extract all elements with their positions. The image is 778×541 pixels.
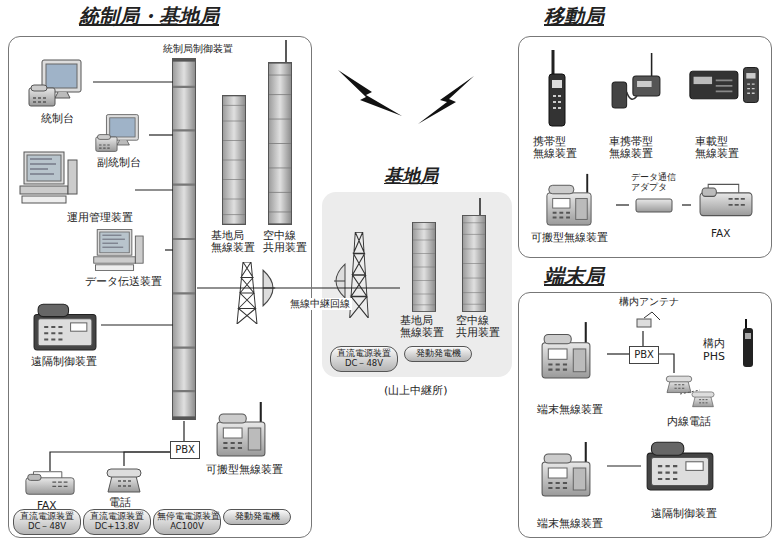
equipment-label: データ通信 アダプタ [631,173,681,193]
power-capsule: 直流電源装置 DC－48V [330,346,398,372]
equipment-label: FAX [711,227,730,239]
section-heading: 移動局 [544,5,604,28]
control-cabinet: 統制局制御装置 [173,59,197,421]
terminal-panel: 端末局端末無線装置PBX構内アンテナ構内 PHS内線電話端末無線装置遠隔制御装置 [518,292,772,538]
console: 統制台 [23,57,93,135]
equipment-label: 空中線 共用装置 [263,229,309,253]
connector-line [93,81,173,82]
relay-station-area: 基地局(山上中継所)基地局 無線装置空中線 共用装置直流電源装置 DC－48V発… [322,192,512,377]
connector-line [101,324,173,325]
connector-line [659,354,674,373]
indoor-antenna: 構内アンテナ [619,297,689,331]
power-capsule: 無停電電源装置 AC100V [153,509,221,535]
equipment-label: 端末無線装置 [537,403,603,415]
mobile-panel: 移動局携帯型 無線装置車携帯型 無線装置車載型 無線装置可搬型無線装置データ通信… [518,36,772,258]
link-label: 無線中継回線 [288,298,352,310]
power-capsule: 直流電源装置 DC+13.8V [83,509,151,535]
equipment-label: 遠隔制御装置 [651,507,717,519]
telephone: 電話 [101,466,151,511]
cabinet: 基地局 無線装置 [400,222,453,342]
equipment-label: 直流電源装置 DC－48V [17,512,77,532]
cabinet: 空中線 共用装置 [263,63,310,256]
fax: FAX [691,179,761,249]
portable-radio: 可搬型無線装置 [206,401,286,481]
connector-line [607,465,641,466]
computer: データ伝送装置 [85,227,165,289]
equipment-label: 副統制台 [97,157,141,170]
data-adapter: データ通信 アダプタ [629,173,682,218]
cabinet: 空中線 共用装置 [456,215,507,342]
equipment-label: 構内アンテナ [619,297,679,308]
connector-line [135,189,173,190]
portable-radio: 車携帯型 無線装置 [601,45,671,170]
cabinet: 基地局 無線装置 [211,96,262,256]
remote-controller: 遠隔制御装置 [31,299,101,375]
remote-controller: 遠隔制御装置 [641,437,726,527]
power-capsule: 直流電源装置 DC－48V [13,509,81,535]
equipment-label: 空中線 共用装置 [456,314,506,338]
power-capsule: 発動発電機 [223,509,291,525]
equipment-label: 携帯型 無線装置 [533,135,583,159]
equipment-label: 統制局制御装置 [163,43,233,55]
terminal-radio: 端末無線装置 [531,439,607,531]
equipment-label: 運用管理装置 [67,211,133,223]
equipment-label: 車携帯型 無線装置 [609,135,661,159]
equipment-label: PBX [630,349,658,361]
computer: 運用管理装置 [17,151,135,225]
section-heading: 統制局・基地局 [79,5,219,28]
connector-line [50,452,170,471]
equipment-label: 可搬型無線装置 [206,463,283,475]
equipment-label: 直流電源装置 DC－48V [334,349,394,369]
equipment-label: 車載型 無線装置 [695,135,745,159]
connector-line [124,452,170,466]
equipment-label: 基地局 無線装置 [400,314,452,338]
equipment-label: 基地局 無線装置 [211,229,261,253]
connector-line [183,421,184,441]
equipment-label: 発動発電機 [227,512,287,522]
equipment-label: 直流電源装置 DC+13.8V [87,512,147,532]
connector-line [197,287,400,288]
equipment-label: 遠隔制御装置 [31,355,97,367]
handheld-radio: 携帯型 無線装置 [533,45,588,170]
connector-line [616,204,629,205]
phs-handset: 構内 PHS [701,316,761,376]
equipment-label: 構内 PHS [703,338,737,363]
connector-line [149,134,173,135]
equipment-label: 可搬型無線装置 [531,231,608,243]
console: 副統制台 [93,113,149,175]
connector-line [642,331,643,346]
equipment-label: データ伝送装置 [85,275,162,287]
equipment-label: 無停電電源装置 AC100V [157,512,217,532]
terminal-radio: 端末無線装置 [531,319,607,419]
station-panel: 統制局・基地局統制局制御装置基地局 無線装置空中線 共用装置統制台副統制台運用管… [8,36,312,538]
equipment-label: 発動発電機 [408,349,468,359]
equipment-label: PBX [171,444,199,456]
equipment-label: 端末無線装置 [537,517,603,529]
connector-line [682,204,691,205]
portable-radio: 可搬型無線装置 [531,171,616,256]
equipment-label: 電話 [109,496,131,508]
power-capsule: 発動発電機 [404,346,472,362]
extension-phone: 内線電話 [663,373,719,429]
connector-line [165,249,173,250]
pbx-box: PBX [170,441,200,459]
connector-line [607,353,629,354]
section-heading: 端末局 [544,265,604,288]
equipment-label: (山上中継所) [384,385,448,398]
equipment-label: 統制台 [41,113,74,126]
pbx-box: PBX [629,346,659,364]
equipment-label: 内線電話 [667,415,711,427]
section-heading: 基地局 [384,166,438,187]
vehicle-radio: 車載型 無線装置 [679,45,767,170]
